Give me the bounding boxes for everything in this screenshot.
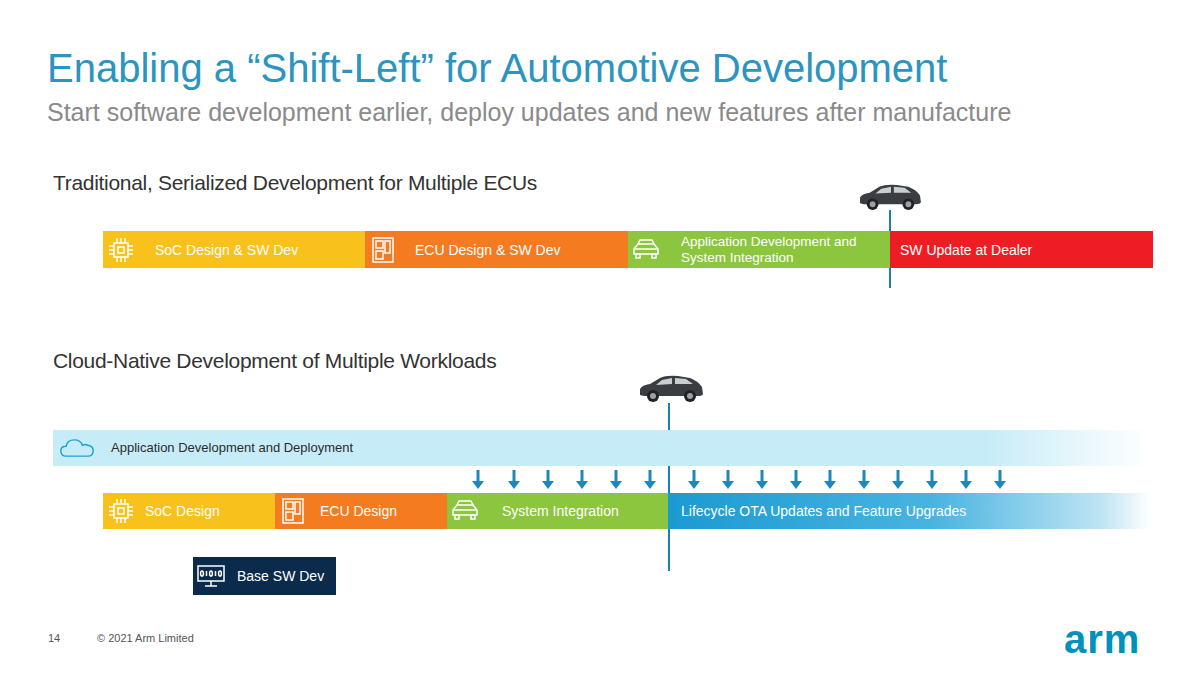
phase-segment: Application Development and System Integ…: [628, 231, 890, 268]
brand-logo: arm: [1064, 617, 1140, 661]
phase-segment: ECU Design: [275, 493, 447, 529]
phase-label: Application Development and Deployment: [111, 440, 353, 456]
copyright-note: © 2021 Arm Limited: [97, 631, 194, 645]
update-arrow: [790, 470, 802, 489]
phase-segment: SoC Design & SW Dev: [103, 231, 365, 268]
update-arrow: [960, 470, 972, 489]
chip-icon: [106, 235, 136, 265]
slide-subtitle: Start software development earlier, depl…: [47, 97, 1011, 127]
phase-label: SW Update at Dealer: [900, 242, 1032, 258]
slide-title: Enabling a “Shift-Left” for Automotive D…: [47, 44, 947, 92]
phase-segment: System Integration: [447, 493, 668, 529]
carline-icon: [450, 496, 480, 526]
phase-segment: SoC Design: [103, 493, 275, 529]
update-arrow: [756, 470, 768, 489]
car-illustration: [640, 185, 921, 402]
phase-label: System Integration: [502, 503, 619, 519]
cloud-icon: [59, 433, 97, 463]
update-arrow: [576, 470, 588, 489]
update-arrow: [994, 470, 1006, 489]
update-arrow: [610, 470, 622, 489]
page-number: 14: [48, 631, 60, 645]
update-arrow: [644, 470, 656, 489]
milestone-line: [668, 403, 670, 571]
phase-label: Base SW Dev: [237, 568, 324, 584]
phase-segment: SW Update at Dealer: [890, 231, 1153, 268]
phase-segment: Base SW Dev: [193, 557, 336, 595]
phase-label: SoC Design: [145, 503, 220, 519]
phase-label: Lifecycle OTA Updates and Feature Upgrad…: [681, 503, 966, 519]
phase-segment: Lifecycle OTA Updates and Feature Upgrad…: [668, 493, 1150, 529]
cloud-band: Application Development and Deployment: [53, 430, 1150, 466]
board-icon: [368, 235, 398, 265]
phase-label: SoC Design & SW Dev: [155, 242, 298, 258]
carline-icon: [631, 235, 661, 265]
board-icon: [278, 496, 308, 526]
update-arrow: [722, 470, 734, 489]
update-arrow: [926, 470, 938, 489]
section-heading: Cloud-Native Development of Multiple Wor…: [53, 348, 496, 374]
phase-label: ECU Design & SW Dev: [415, 242, 560, 258]
update-arrow: [858, 470, 870, 489]
phase-label: Application Development and System Integ…: [681, 234, 881, 266]
update-arrow: [472, 470, 484, 489]
chip-icon: [106, 496, 136, 526]
section-heading: Traditional, Serialized Development for …: [53, 170, 537, 196]
update-arrow: [892, 470, 904, 489]
phase-label: ECU Design: [320, 503, 397, 519]
update-arrow: [508, 470, 520, 489]
monitor-icon: [196, 561, 226, 591]
update-arrow: [542, 470, 554, 489]
update-arrow: [824, 470, 836, 489]
update-arrow: [688, 470, 700, 489]
phase-segment: ECU Design & SW Dev: [365, 231, 628, 268]
